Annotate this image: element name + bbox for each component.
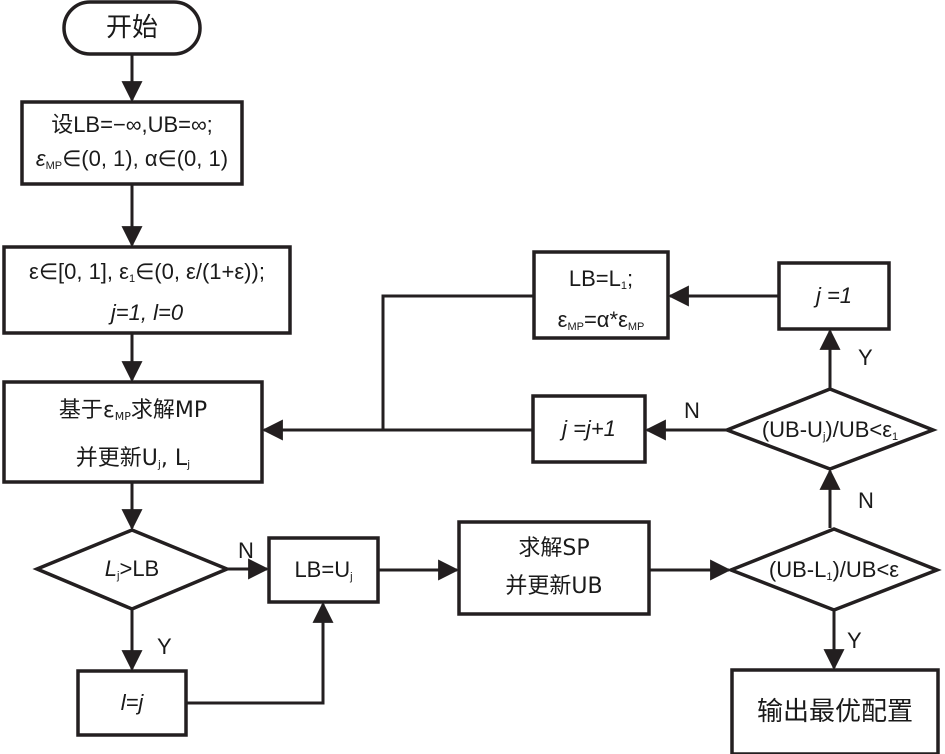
solve-sp-label: 求解SP 并更新UB — [459, 530, 649, 606]
decision-ub-uj — [722, 387, 938, 471]
lb-l1-line1-b: ; — [627, 266, 634, 291]
subscript: MP — [114, 410, 131, 423]
dec-lj-b: >LB — [119, 556, 160, 581]
j-inc-text: j =j+1 — [562, 416, 616, 441]
subscript: 1 — [128, 273, 136, 285]
solve-mp-line2-a: 并更新U — [75, 446, 158, 471]
edge-label-deceps-yes: Y — [847, 628, 862, 653]
init2-line2: j=1, l=0 — [4, 296, 290, 330]
init2-line1-a: ε∈[0, 1], ε — [29, 259, 129, 284]
dec-eps-a: (UB-L — [768, 557, 827, 582]
solve-mp-line1-b: 求解MP — [130, 398, 208, 423]
edge-label-declj-no: N — [238, 538, 254, 563]
solve-sp-line2: 并更新UB — [505, 574, 603, 599]
lb-uj-a: LB=U — [294, 557, 351, 582]
edge-label-deceps1-no: N — [684, 398, 700, 423]
subscript: j — [117, 570, 120, 582]
lb-l1-line1: LB=L1; — [534, 262, 668, 303]
init1-label: 设LB=−∞,UB=∞; εMP∈(0, 1), α∈(0, 1) — [22, 108, 242, 183]
solve-mp-line1-a: 基于ε — [58, 398, 115, 423]
start-label: 开始 — [105, 13, 158, 43]
edge-label-deceps1-yes: Y — [858, 345, 873, 370]
solve-mp-line2: 并更新Uj, Lj — [4, 438, 262, 486]
lb-l1-line2: εMP=α*εMP — [534, 303, 668, 344]
output-box — [730, 668, 940, 754]
subscript: 1 — [620, 280, 627, 292]
set-l-label: l=j — [78, 686, 186, 720]
j-one-text: j =1 — [815, 283, 853, 308]
subscript: 1 — [892, 431, 899, 443]
start-terminal — [62, 0, 202, 56]
dec-eps1-b: )/UB<ε — [825, 417, 893, 442]
subscript: j — [822, 431, 826, 443]
subscript: MP — [45, 160, 63, 172]
lb-l1-label: LB=L1; εMP=α*εMP — [534, 262, 668, 344]
dec-lj-label: Lj>LB — [37, 552, 227, 593]
edge-lbl1-merge — [381, 294, 533, 430]
init1-line1: 设LB=−∞,UB=∞; — [51, 112, 213, 137]
lb-l1-line2-a: ε — [557, 307, 568, 332]
init2-line2-text: j=1, l=0 — [110, 300, 184, 325]
edge-setl-lbuj — [187, 601, 334, 705]
lb-l1-line2-b: =α*ε — [583, 307, 628, 332]
init1-line2: εMP∈(0, 1), α∈(0, 1) — [22, 142, 242, 183]
subscript: MP — [567, 321, 584, 333]
dec-eps1-a: (UB-U — [761, 417, 823, 442]
subscript: j — [350, 571, 353, 583]
dec-lj-a: L — [104, 556, 118, 581]
subscript: j — [187, 458, 191, 471]
init1-line2-rest: ∈(0, 1), α∈(0, 1) — [62, 146, 229, 171]
subscript: 1 — [826, 571, 833, 583]
solve-mp-box — [2, 380, 264, 484]
edge-label-deceps-no: N — [858, 488, 874, 513]
solve-mp-line1: 基于εMP求解MP — [4, 390, 262, 438]
solve-sp-box — [457, 520, 651, 616]
output-label: 输出最优配置 — [756, 697, 913, 727]
init-box-2 — [2, 245, 292, 335]
subscript: MP — [627, 321, 645, 333]
lb-l1-box — [532, 250, 670, 340]
init2-line1: ε∈[0, 1], ε1∈(0, ε/(1+ε)); — [4, 255, 290, 296]
solve-sp-line1: 求解SP — [518, 536, 590, 561]
dec-eps-label: (UB-L1)/UB<ε — [731, 553, 937, 594]
init2-label: ε∈[0, 1], ε1∈(0, ε/(1+ε)); j=1, l=0 — [4, 255, 290, 330]
lb-uj-label: LB=Uj — [269, 553, 378, 594]
epsilon-symbol: ε — [35, 146, 46, 171]
j-one-label: j =1 — [779, 279, 889, 313]
lb-uj-box — [267, 536, 380, 604]
lb-l1-line1-a: LB=L — [568, 266, 621, 291]
set-l-text: l=j — [120, 690, 144, 715]
j-one-box — [777, 261, 891, 331]
subscript: j — [157, 458, 161, 471]
dec-eps1-label: (UB-Uj)/UB<ε1 — [727, 413, 933, 454]
init2-line1-rest: ∈(0, ε/(1+ε)); — [135, 259, 265, 284]
decision-ub-l1 — [726, 527, 942, 612]
dec-eps-b: )/UB<ε — [832, 557, 900, 582]
j-inc-label: j =j+1 — [533, 412, 645, 446]
edge-label-declj-yes: Y — [157, 634, 172, 659]
j-inc-box — [531, 394, 647, 464]
solve-mp-label: 基于εMP求解MP 并更新Uj, Lj — [4, 390, 262, 486]
solve-mp-line2-b: , L — [160, 446, 188, 471]
init-box-1 — [20, 100, 244, 186]
